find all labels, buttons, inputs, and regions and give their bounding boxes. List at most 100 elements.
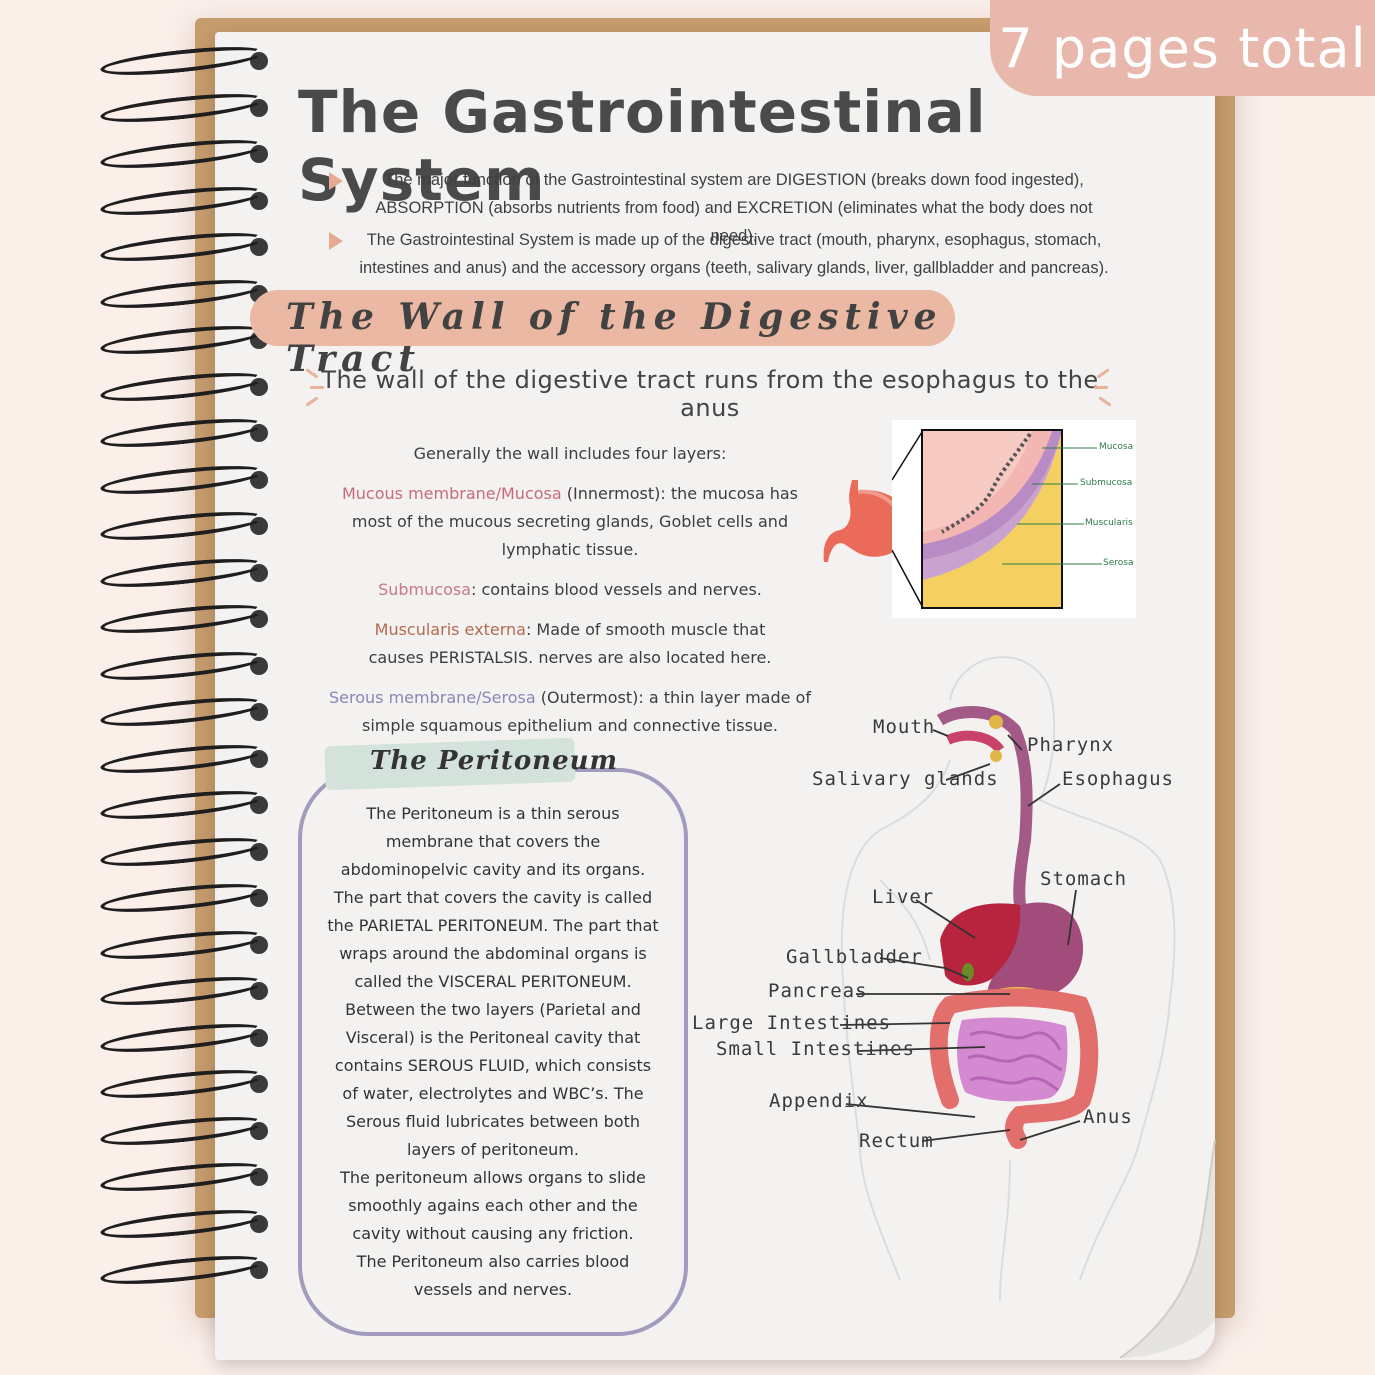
spiral-hole (250, 98, 268, 117)
layer-name: Submucosa (378, 580, 471, 599)
spiral-coil (99, 1017, 266, 1058)
spiral-coil (99, 1250, 266, 1290)
layer-submucosa: Submucosa: contains blood vessels and ne… (320, 576, 820, 604)
spiral-coil (99, 971, 266, 1011)
section-header-pill: The Wall of the Digestive Tract (250, 290, 955, 380)
wall-label-mucosa: Mucosa (1099, 442, 1134, 452)
spiral-coil (99, 459, 266, 500)
spiral-coil (99, 1157, 266, 1197)
spiral-coil (99, 831, 266, 872)
bullet-text: The Gastrointestinal System is made up o… (359, 231, 1109, 277)
spiral-hole (250, 1261, 268, 1279)
wall-label-muscularis: Muscularis (1085, 518, 1133, 528)
label-mouth: Mouth (873, 716, 936, 738)
triangle-bullet-icon (329, 232, 343, 250)
spiral-hole (250, 563, 268, 582)
label-esophagus: Esophagus (1062, 768, 1174, 790)
page-curl (1119, 1140, 1216, 1359)
spiral-hole (250, 517, 268, 535)
label-small-intestines: Small Intestines (716, 1038, 916, 1060)
spiral-hole (250, 191, 268, 210)
spiral-hole (250, 424, 268, 442)
label-rectum: Rectum (859, 1130, 934, 1152)
peritoneum-title: The Peritoneum (370, 746, 619, 776)
subheading: The wall of the digestive tract runs fro… (321, 366, 1099, 422)
label-pancreas: Pancreas (768, 980, 868, 1002)
spiral-hole (250, 935, 268, 954)
spiral-coil (99, 738, 266, 779)
layer-serosa: Serous membrane/Serosa (Outermost): a th… (320, 684, 820, 740)
label-large-intestines: Large Intestines (692, 1012, 892, 1034)
wall-layers-text: Generally the wall includes four layers:… (320, 440, 820, 752)
spiral-hole (250, 749, 268, 768)
spiral-hole (250, 796, 268, 814)
sparkle-icon (310, 386, 324, 389)
bullet-functions: The major function of the Gastrointestin… (325, 166, 1115, 250)
label-stomach: Stomach (1040, 868, 1128, 890)
spiral-coil (99, 645, 266, 686)
spiral-coil (99, 134, 266, 174)
spiral-coil (99, 1110, 266, 1151)
wall-label-submucosa: Submucosa (1080, 478, 1133, 488)
wall-label-serosa: Serosa (1103, 558, 1134, 568)
spiral-coil (99, 692, 266, 732)
spiral-coil (99, 785, 266, 825)
wall-cross-section-figure: Mucosa Submucosa Muscularis Serosa (892, 420, 1136, 618)
spiral-hole (250, 703, 268, 721)
bullet-components: The Gastrointestinal System is made up o… (325, 226, 1115, 282)
sparkle-icon (1094, 386, 1108, 389)
label-appendix: Appendix (769, 1090, 869, 1112)
layer-description: (Innermost): the mucosa has most of the … (351, 484, 799, 559)
spiral-coil (99, 552, 266, 593)
page-count-text: 7 pages total (998, 16, 1367, 80)
spiral-hole (250, 889, 268, 907)
spiral-hole (250, 1028, 268, 1047)
spiral-hole (250, 842, 268, 861)
spiral-coil (99, 320, 266, 360)
spiral-coil (99, 1203, 266, 1244)
label-pharynx: Pharynx (1027, 734, 1115, 756)
spiral-hole (250, 982, 268, 1000)
layers-intro: Generally the wall includes four layers: (413, 444, 727, 463)
layer-muscularis: Muscularis externa: Made of smooth muscl… (320, 616, 820, 672)
spiral-coil (99, 227, 266, 267)
spiral-coil (99, 180, 266, 221)
spiral-coil (99, 87, 266, 128)
layer-name: Serous membrane/Serosa (329, 688, 536, 707)
spiral-hole (250, 377, 268, 396)
spiral-coil (99, 878, 266, 918)
layer-description: : contains blood vessels and nerves. (471, 580, 762, 599)
spiral-hole (250, 52, 268, 70)
spiral-hole (250, 610, 268, 628)
spiral-coil (99, 413, 266, 453)
page-count-badge: 7 pages total (990, 0, 1375, 96)
spiral-coil (99, 506, 266, 546)
layer-description: (Outermost): a thin layer made of simple… (362, 688, 811, 735)
spiral-coil (99, 599, 266, 639)
spiral-hole (250, 470, 268, 489)
spiral-coil (99, 41, 266, 81)
spiral-hole (250, 238, 268, 256)
spiral-hole (250, 1168, 268, 1186)
layer-mucosa: Mucous membrane/Mucosa (Innermost): the … (320, 480, 820, 564)
label-salivary-glands: Salivary glands (812, 768, 999, 790)
spiral-coil (99, 924, 266, 965)
peritoneum-text: The Peritoneum is a thin serous membrane… (326, 800, 660, 1304)
bullet-text: The major function of the Gastrointestin… (375, 171, 1093, 245)
spiral-coil (99, 273, 266, 314)
spiral-coil (99, 1064, 266, 1104)
spiral-hole (250, 1075, 268, 1093)
peritoneum-paragraph: The Peritoneum also carries blood vessel… (356, 1252, 630, 1299)
triangle-bullet-icon (329, 172, 343, 190)
label-gallbladder: Gallbladder (786, 946, 923, 968)
spiral-hole (250, 1121, 268, 1140)
spiral-hole (250, 1214, 268, 1233)
peritoneum-paragraph: The Peritoneum is a thin serous membrane… (327, 804, 659, 1159)
layer-name: Mucous membrane/Mucosa (341, 484, 562, 503)
spiral-hole (250, 145, 268, 163)
layer-name: Muscularis externa (374, 620, 526, 639)
section-title: The Wall of the Digestive Tract (286, 296, 943, 380)
spiral-hole (250, 656, 268, 675)
label-liver: Liver (872, 886, 935, 908)
label-anus: Anus (1083, 1106, 1133, 1128)
